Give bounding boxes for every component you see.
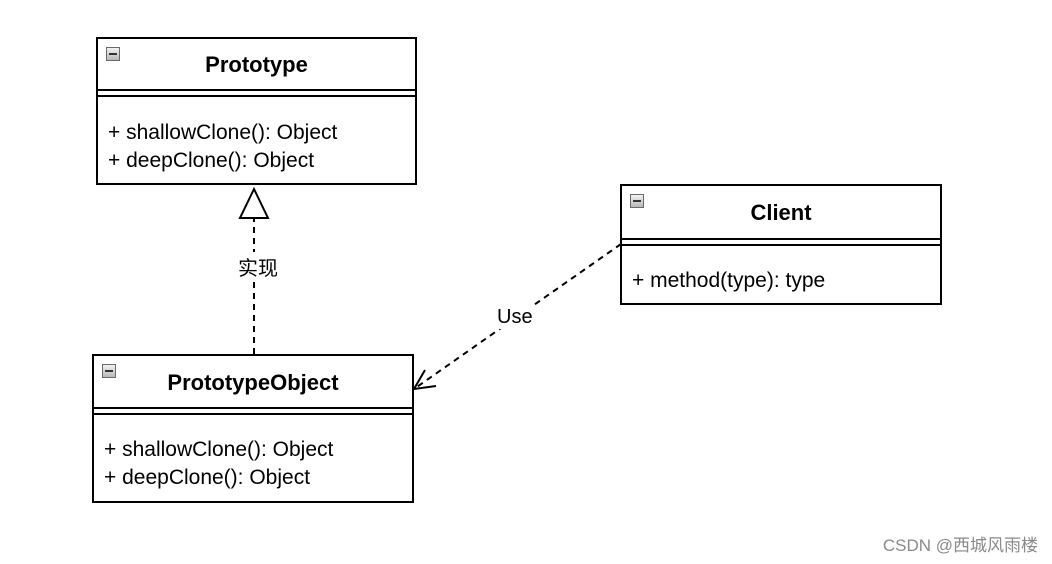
operation: + shallowClone(): Object (104, 438, 334, 461)
class-name: Prototype (205, 52, 308, 77)
operation: + deepClone(): Object (104, 466, 311, 489)
class-name: Client (750, 200, 812, 225)
class-separator (98, 89, 415, 97)
operation: + deepClone(): Object (108, 149, 315, 172)
operations-list: + shallowClone(): Object + deepClone(): … (108, 119, 411, 175)
class-separator (94, 407, 412, 415)
use-arrowhead (412, 369, 437, 391)
use-label: Use (495, 306, 535, 329)
class-prototype[interactable]: Prototype + shallowClone(): Object + dee… (96, 37, 417, 185)
operation: + shallowClone(): Object (108, 121, 338, 144)
watermark: CSDN @西城风雨楼 (882, 536, 1038, 555)
collapse-icon[interactable] (106, 47, 120, 61)
operations-list: + shallowClone(): Object + deepClone(): … (104, 436, 408, 492)
operation: + method(type): type (632, 269, 826, 292)
class-separator (622, 238, 940, 246)
operations-list: + method(type): type (632, 267, 936, 295)
class-prototype-object[interactable]: PrototypeObject + shallowClone(): Object… (92, 354, 414, 503)
collapse-icon[interactable] (630, 194, 644, 208)
realization-arrowhead (238, 186, 270, 219)
realization-label: 实现 (236, 252, 280, 281)
class-client[interactable]: Client + method(type): type (620, 184, 942, 305)
collapse-icon[interactable] (102, 364, 116, 378)
class-name: PrototypeObject (167, 370, 339, 395)
